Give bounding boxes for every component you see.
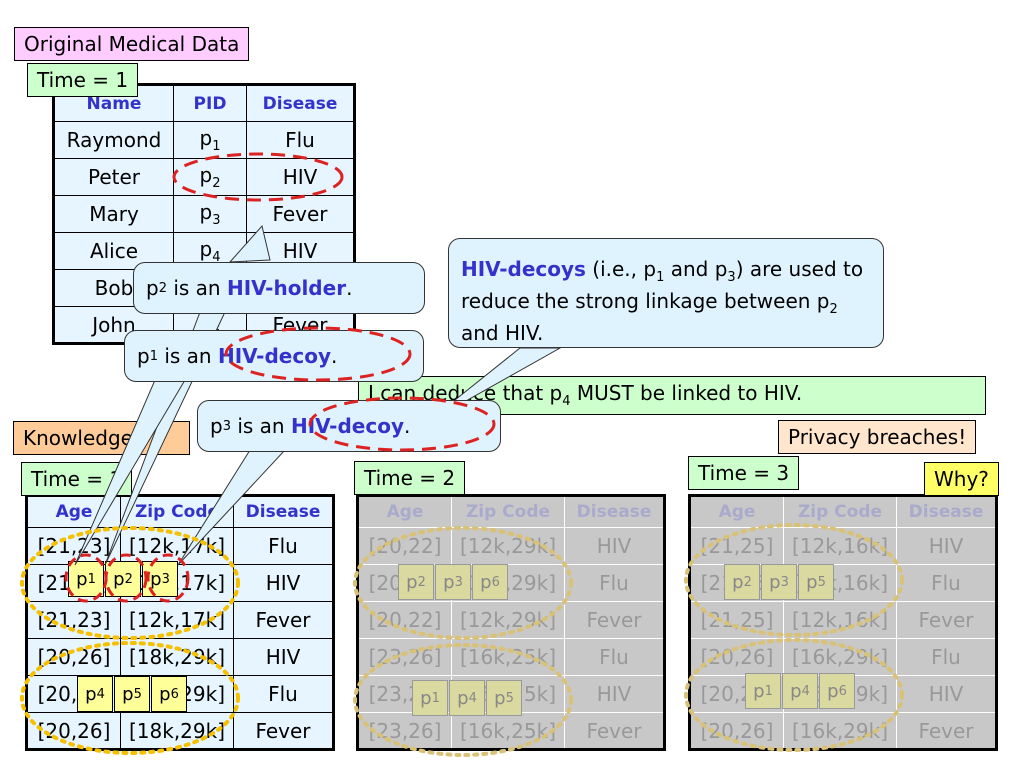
table-row: [20,26][16k,29k]Flu xyxy=(689,638,997,676)
cell-disease: Flu xyxy=(896,638,997,676)
cell-disease: Flu xyxy=(233,675,334,713)
cell-zip-code: [16k,25k] xyxy=(451,712,565,750)
cell-disease: Flu xyxy=(564,638,665,676)
group-ellipse-t1-a xyxy=(20,526,240,640)
cell-age: [20,26] xyxy=(689,712,784,750)
cell-disease: Fever xyxy=(564,712,665,750)
cell-age: [20,26] xyxy=(26,638,121,676)
cell-disease: Flu xyxy=(896,564,997,602)
cell-disease: Fever xyxy=(564,601,665,639)
table-row: [23,26][16k,25k]Fever xyxy=(357,712,665,750)
cell-disease: HIV xyxy=(896,527,997,565)
cell-disease: HIV xyxy=(896,675,997,713)
cell-disease: Fever xyxy=(896,712,997,750)
callout-hiv-decoys-explanation: HIV-decoys (i.e., p1 and p3) are used to… xyxy=(448,238,884,348)
original-medical-data-label: Original Medical Data xyxy=(14,27,250,61)
why-label: Why? xyxy=(924,462,999,496)
cell-age: [21,25] xyxy=(689,527,784,565)
cell-age: [20,26] xyxy=(689,638,784,676)
group-ellipse-t2-a xyxy=(353,526,573,640)
table-row: [20,26][18k,29k]HIV xyxy=(26,638,334,676)
time-3-label: Time = 3 xyxy=(688,456,800,490)
callout-tail-peter xyxy=(228,224,271,263)
header-age: Age xyxy=(357,495,452,528)
callout-tail-decoy1 xyxy=(74,379,186,566)
cell-disease: Fever xyxy=(896,601,997,639)
privacy-breaches-label: Privacy breaches! xyxy=(778,420,977,454)
cell-zip-code: [18k,29k] xyxy=(120,712,234,750)
time-2-label: Time = 2 xyxy=(354,461,466,495)
cell-age: [23,26] xyxy=(357,712,452,750)
group-ellipse-t2-b xyxy=(353,643,573,757)
callout-tail-decoy3 xyxy=(177,449,287,566)
header-disease: Disease xyxy=(564,495,665,528)
cell-name: Peter xyxy=(53,158,174,196)
group-ellipse-t3-a xyxy=(684,523,904,637)
time-1-label-top: Time = 1 xyxy=(27,63,139,97)
cell-disease: Flu xyxy=(233,527,334,565)
group-ellipse-t3-b xyxy=(684,638,904,752)
cell-zip-code: [12k,16k] xyxy=(783,601,897,639)
group-ellipse-t1-b xyxy=(20,641,240,755)
table-row: [20,26][18k,29k]Fever xyxy=(26,712,334,750)
header-pid: PID xyxy=(173,84,247,122)
cell-disease: HIV xyxy=(233,638,334,676)
header-disease: Disease xyxy=(246,84,355,122)
cell-disease: Fever xyxy=(233,712,334,750)
